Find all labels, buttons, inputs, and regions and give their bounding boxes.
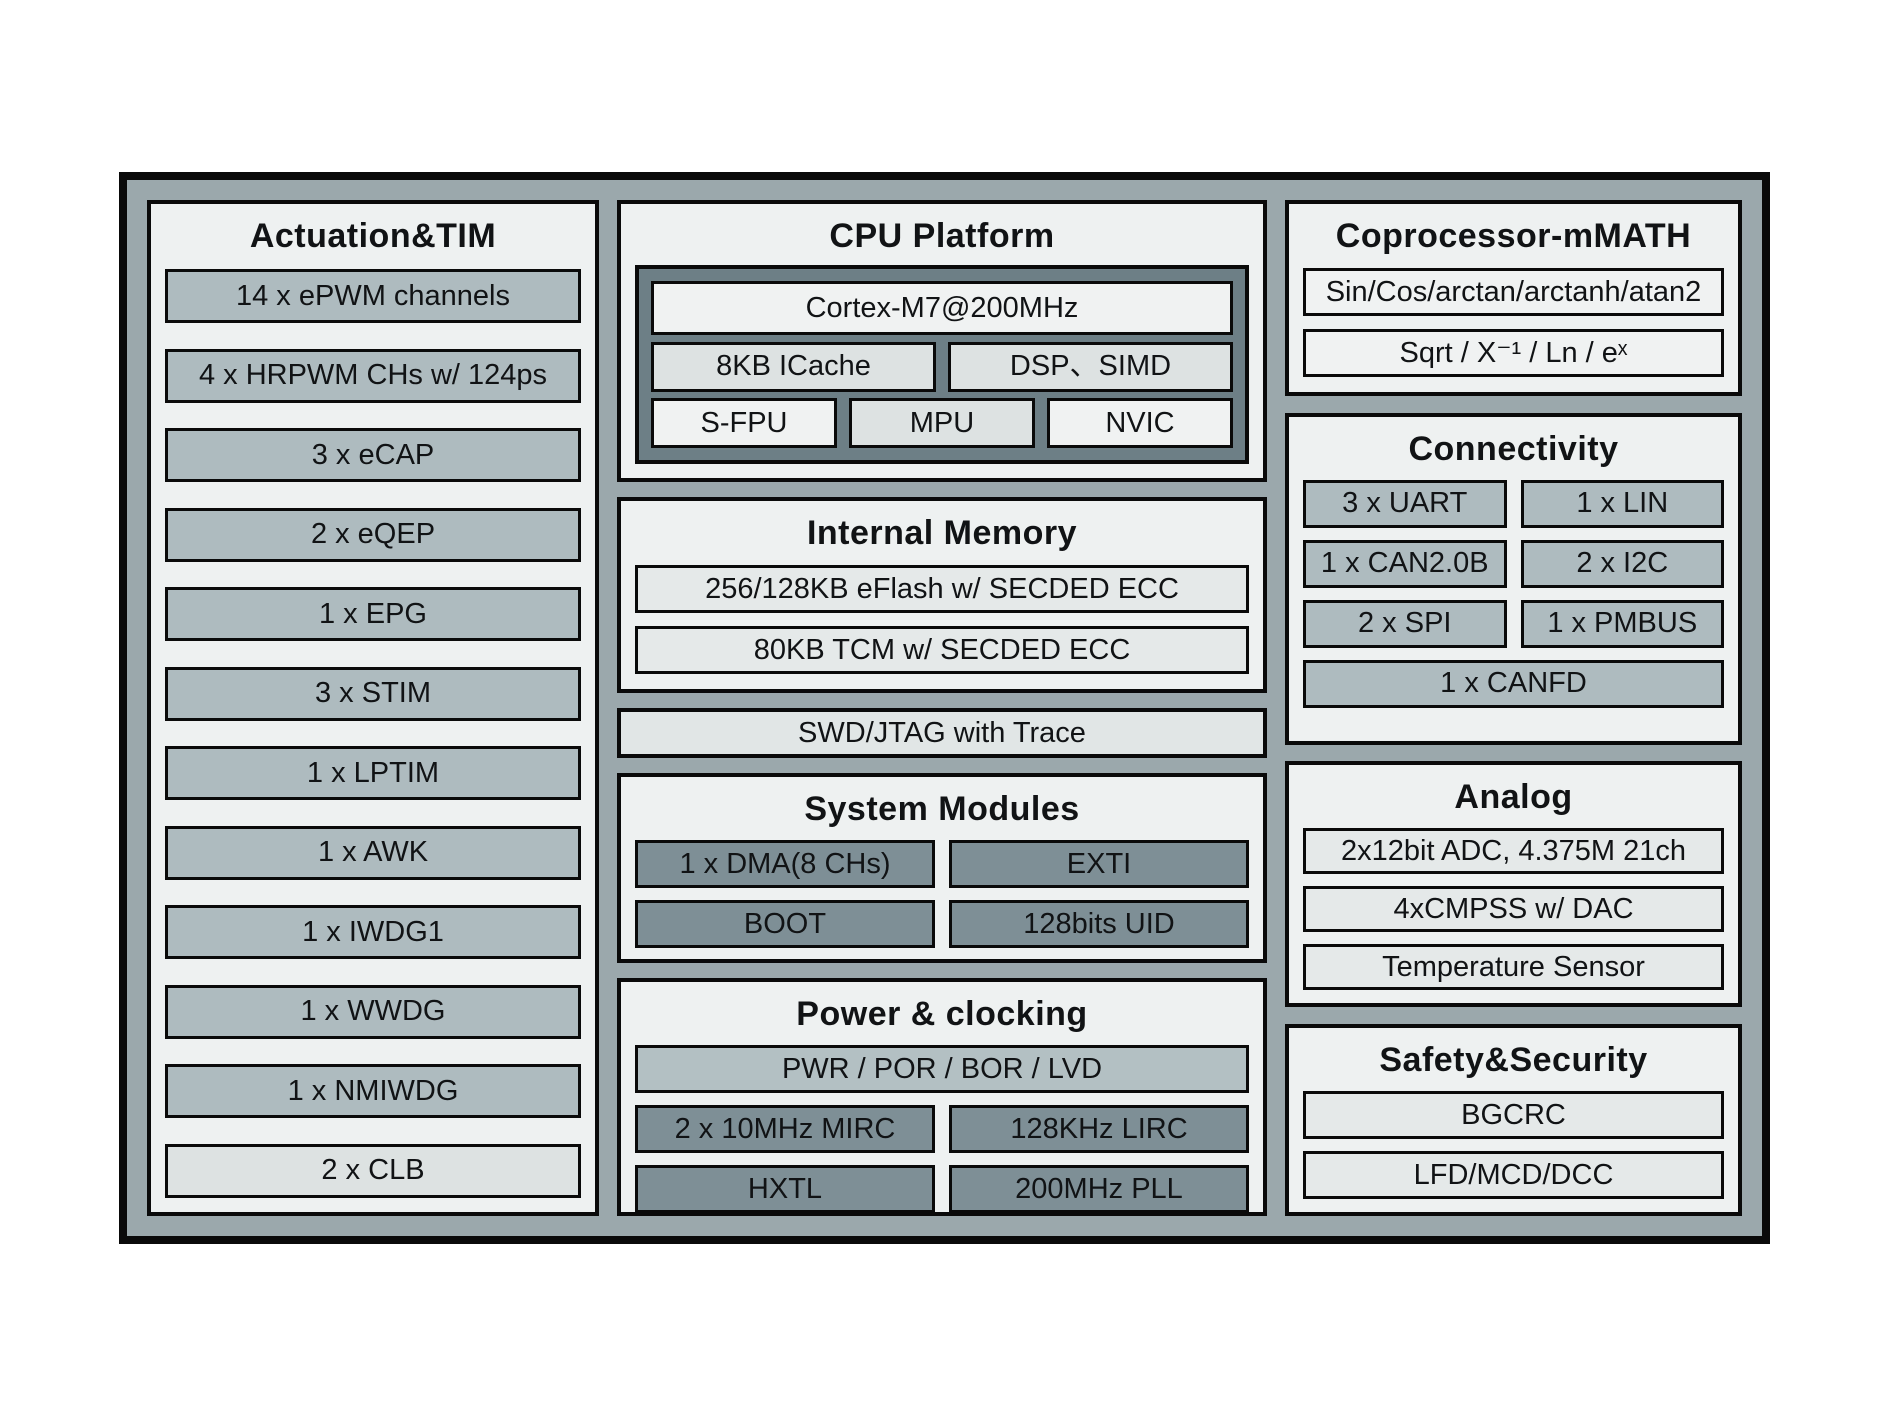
i2c-block: 2 x I2C <box>1520 539 1724 588</box>
memory-title: Internal Memory <box>806 514 1078 552</box>
actuation-title: Actuation&TIM <box>249 217 497 255</box>
mirc-block: 2 x 10MHz MIRC <box>635 1105 935 1154</box>
cpu-title: CPU Platform <box>829 217 1055 255</box>
math-trig-block: Sin/Cos/arctan/arctanh/atan2 <box>1303 268 1724 317</box>
block-iwdg1: 1 x IWDG1 <box>165 905 581 960</box>
icache-block: 8KB ICache <box>651 341 936 392</box>
lfd-block: LFD/MCD/DCC <box>1303 1151 1724 1200</box>
column-cpu: CPU Platform Cortex-M7@200MHz 8KB ICache… <box>617 200 1267 1216</box>
panel-analog: Analog 2x12bit ADC, 4.375M 21ch 4xCMPSS … <box>1285 761 1742 1008</box>
connectivity-grid: 3 x UART 1 x LIN 1 x CAN2.0B 2 x I2C 2 x… <box>1303 478 1724 708</box>
tcm-block: 80KB TCM w/ SECDED ECC <box>635 626 1249 675</box>
system-grid: 1 x DMA(8 CHs) EXTI BOOT 128bits UID <box>635 838 1249 949</box>
block-hrpwm: 4 x HRPWM CHs w/ 124ps <box>165 348 581 403</box>
panel-power-clocking: Power & clocking PWR / POR / BOR / LVD 2… <box>617 978 1267 1216</box>
connectivity-title: Connectivity <box>1408 429 1619 468</box>
temp-sensor-block: Temperature Sensor <box>1303 944 1724 991</box>
swd-jtag-bar: SWD/JTAG with Trace <box>617 708 1267 758</box>
sfpu-block: S-FPU <box>651 398 837 448</box>
block-epwm-channels: 14 x ePWM channels <box>165 269 581 324</box>
math-sqrt-block: Sqrt / X⁻¹ / Ln / eˣ <box>1303 329 1724 378</box>
block-eqep: 2 x eQEP <box>165 507 581 562</box>
cpu-row-cache-dsp: 8KB ICache DSP、SIMD <box>651 341 1233 392</box>
block-epg: 1 x EPG <box>165 587 581 642</box>
system-title: System Modules <box>804 790 1080 828</box>
safety-list: BGCRC LFD/MCD/DCC <box>1303 1089 1724 1200</box>
pmbus-block: 1 x PMBUS <box>1520 599 1724 648</box>
math-list: Sin/Cos/arctan/arctanh/atan2 Sqrt / X⁻¹ … <box>1303 265 1724 378</box>
block-wwdg: 1 x WWDG <box>165 984 581 1039</box>
panel-safety-security: Safety&Security BGCRC LFD/MCD/DCC <box>1285 1023 1742 1216</box>
panel-cpu-platform: CPU Platform Cortex-M7@200MHz 8KB ICache… <box>617 200 1267 482</box>
panel-internal-memory: Internal Memory 256/128KB eFlash w/ SECD… <box>617 497 1267 693</box>
cpu-core-container: Cortex-M7@200MHz 8KB ICache DSP、SIMD S-F… <box>635 265 1249 464</box>
spi-block: 2 x SPI <box>1303 599 1507 648</box>
column-peripherals: Coprocessor-mMATH Sin/Cos/arctan/arctanh… <box>1285 200 1742 1216</box>
power-title: Power & clocking <box>796 995 1088 1033</box>
math-title: Coprocessor-mMATH <box>1335 217 1692 255</box>
nvic-block: NVIC <box>1047 398 1233 448</box>
analog-title: Analog <box>1454 778 1573 817</box>
block-ecap: 3 x eCAP <box>165 428 581 483</box>
block-lptim: 1 x LPTIM <box>165 746 581 801</box>
mcu-block-diagram: Actuation&TIM 14 x ePWM channels 4 x HRP… <box>119 172 1770 1244</box>
dsp-simd-block: DSP、SIMD <box>948 341 1233 392</box>
panel-connectivity: Connectivity 3 x UART 1 x LIN 1 x CAN2.0… <box>1285 412 1742 745</box>
adc-block: 2x12bit ADC, 4.375M 21ch <box>1303 828 1724 875</box>
exti-block: EXTI <box>949 840 1249 889</box>
uid-block: 128bits UID <box>949 900 1249 949</box>
eflash-block: 256/128KB eFlash w/ SECDED ECC <box>635 565 1249 614</box>
block-awk: 1 x AWK <box>165 825 581 880</box>
column-actuation: Actuation&TIM 14 x ePWM channels 4 x HRP… <box>147 200 599 1216</box>
mpu-block: MPU <box>849 398 1035 448</box>
lin-block: 1 x LIN <box>1520 479 1724 528</box>
panel-actuation-tim: Actuation&TIM 14 x ePWM channels 4 x HRP… <box>147 200 599 1216</box>
can20b-block: 1 x CAN2.0B <box>1303 539 1507 588</box>
bgcrc-block: BGCRC <box>1303 1091 1724 1140</box>
cortex-core-block: Cortex-M7@200MHz <box>651 281 1233 336</box>
lirc-block: 128KHz LIRC <box>949 1105 1249 1154</box>
canfd-block: 1 x CANFD <box>1303 659 1724 708</box>
clock-grid: 2 x 10MHz MIRC 128KHz LIRC HXTL 200MHz P… <box>635 1103 1249 1214</box>
cmpss-block: 4xCMPSS w/ DAC <box>1303 886 1724 933</box>
block-clb: 2 x CLB <box>165 1143 581 1198</box>
block-nmiwdg: 1 x NMIWDG <box>165 1064 581 1119</box>
block-stim: 3 x STIM <box>165 666 581 721</box>
pll-block: 200MHz PLL <box>949 1165 1249 1214</box>
power-list: PWR / POR / BOR / LVD 2 x 10MHz MIRC 128… <box>635 1043 1249 1214</box>
panel-system-modules: System Modules 1 x DMA(8 CHs) EXTI BOOT … <box>617 773 1267 963</box>
hxtl-block: HXTL <box>635 1165 935 1214</box>
cpu-row-fpu-mpu-nvic: S-FPU MPU NVIC <box>651 398 1233 448</box>
panel-coprocessor-mmath: Coprocessor-mMATH Sin/Cos/arctan/arctanh… <box>1285 200 1742 396</box>
analog-list: 2x12bit ADC, 4.375M 21ch 4xCMPSS w/ DAC … <box>1303 826 1724 991</box>
actuation-list: 14 x ePWM channels 4 x HRPWM CHs w/ 124p… <box>165 265 581 1198</box>
memory-list: 256/128KB eFlash w/ SECDED ECC 80KB TCM … <box>635 562 1249 675</box>
uart-block: 3 x UART <box>1303 479 1507 528</box>
boot-block: BOOT <box>635 900 935 949</box>
pwr-por-bor-lvd-block: PWR / POR / BOR / LVD <box>635 1045 1249 1094</box>
dma-block: 1 x DMA(8 CHs) <box>635 840 935 889</box>
safety-title: Safety&Security <box>1379 1040 1648 1079</box>
